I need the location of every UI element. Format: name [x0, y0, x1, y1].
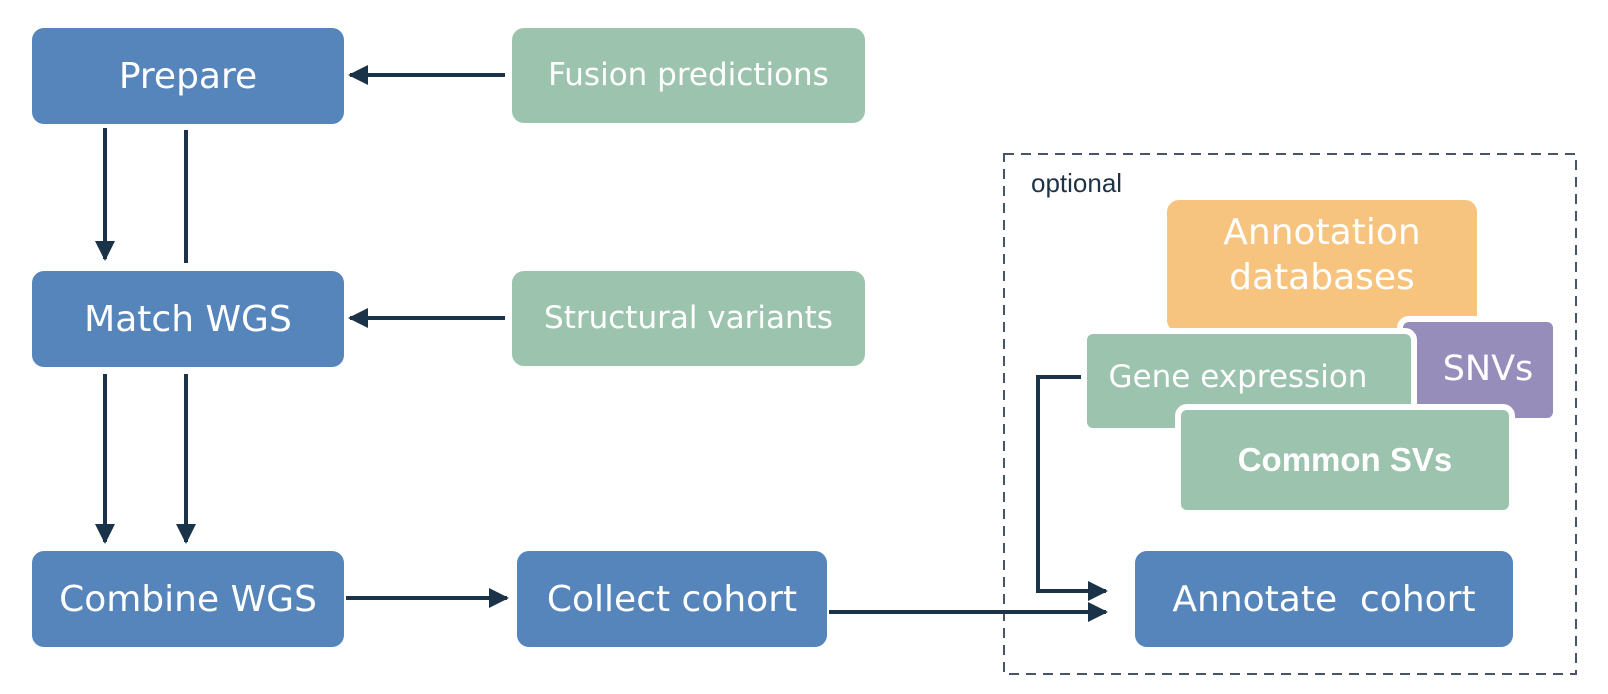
- arrow-optional-to-annotate: [1036, 375, 1108, 601]
- annotation-databases-input: Annotation databases: [1167, 200, 1477, 332]
- match-wgs-step: Match WGS: [32, 271, 344, 367]
- fusion-predictions-input: Fusion predictions: [512, 28, 865, 123]
- combine-wgs-label: Combine WGS: [59, 578, 317, 620]
- common-svs-label: Common SVs: [1237, 441, 1453, 479]
- fusion-predictions-label: Fusion predictions: [548, 57, 829, 94]
- collect-cohort-step: Collect cohort: [517, 551, 827, 647]
- match-wgs-label: Match WGS: [84, 298, 292, 340]
- collect-cohort-label: Collect cohort: [546, 578, 798, 620]
- gene-expression-label: Gene expression: [1108, 358, 1368, 395]
- optional-group-label: optional: [1031, 168, 1123, 198]
- combine-wgs-step: Combine WGS: [32, 551, 344, 647]
- structural-variants-input: Structural variants: [512, 271, 865, 366]
- common-svs-input: Common SVs: [1175, 404, 1515, 516]
- prepare-step: Prepare: [32, 28, 344, 124]
- annotate-cohort-step: Annotate cohort: [1135, 551, 1513, 647]
- snvs-label: SNVs: [1442, 349, 1534, 390]
- optional-group-border: [1003, 153, 1577, 675]
- structural-variants-label: Structural variants: [544, 300, 833, 337]
- annotate-cohort-label: Annotate cohort: [1172, 578, 1476, 620]
- annotation-databases-label: Annotation databases: [1223, 212, 1421, 298]
- prepare-label: Prepare: [118, 55, 258, 97]
